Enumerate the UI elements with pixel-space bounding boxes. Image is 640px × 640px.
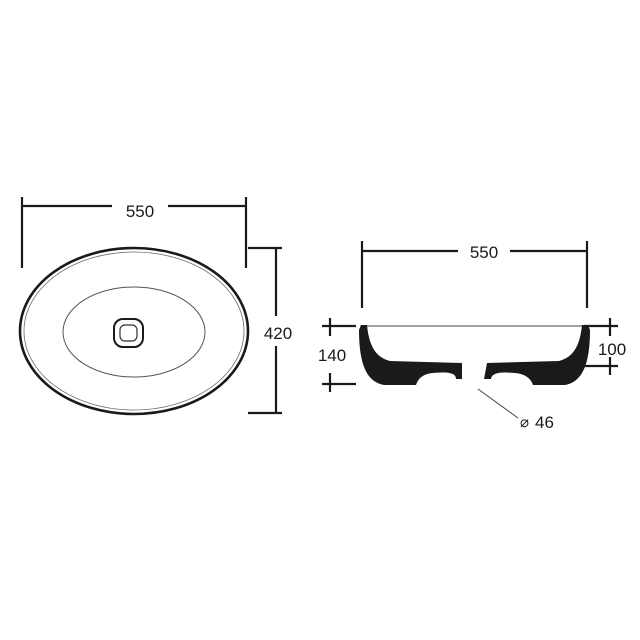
drain-diameter-label: 46 (535, 413, 554, 432)
side-total-height-dimension: 140 (318, 318, 356, 392)
side-view: 550 140 100 ⌀ 46 (318, 241, 626, 432)
basin-foot-left (420, 376, 455, 383)
side-width-label: 550 (470, 243, 498, 262)
basin-section-left (359, 325, 462, 385)
side-width-dimension: 550 (360, 241, 589, 308)
drain-diameter-symbol: ⌀ (520, 414, 529, 431)
basin-foot-right (493, 376, 529, 383)
side-basin-height-label: 100 (598, 340, 626, 359)
side-total-height-label: 140 (318, 346, 346, 365)
side-basin-height-dimension: 100 (584, 318, 626, 375)
drain-diameter-callout: ⌀ 46 (477, 388, 554, 432)
drain-inner (119, 324, 138, 342)
top-width-label: 550 (126, 202, 154, 221)
basin-section-right (484, 325, 590, 385)
top-depth-label: 420 (264, 324, 292, 343)
basin-outer-rim (18, 246, 250, 416)
top-width-dimension: 550 (20, 197, 248, 268)
top-view: 550 420 (18, 197, 292, 416)
top-depth-dimension: 420 (248, 246, 292, 415)
drain-outer (113, 318, 144, 348)
basin-bowl (62, 286, 206, 378)
basin-rim-inner-edge (23, 251, 245, 411)
